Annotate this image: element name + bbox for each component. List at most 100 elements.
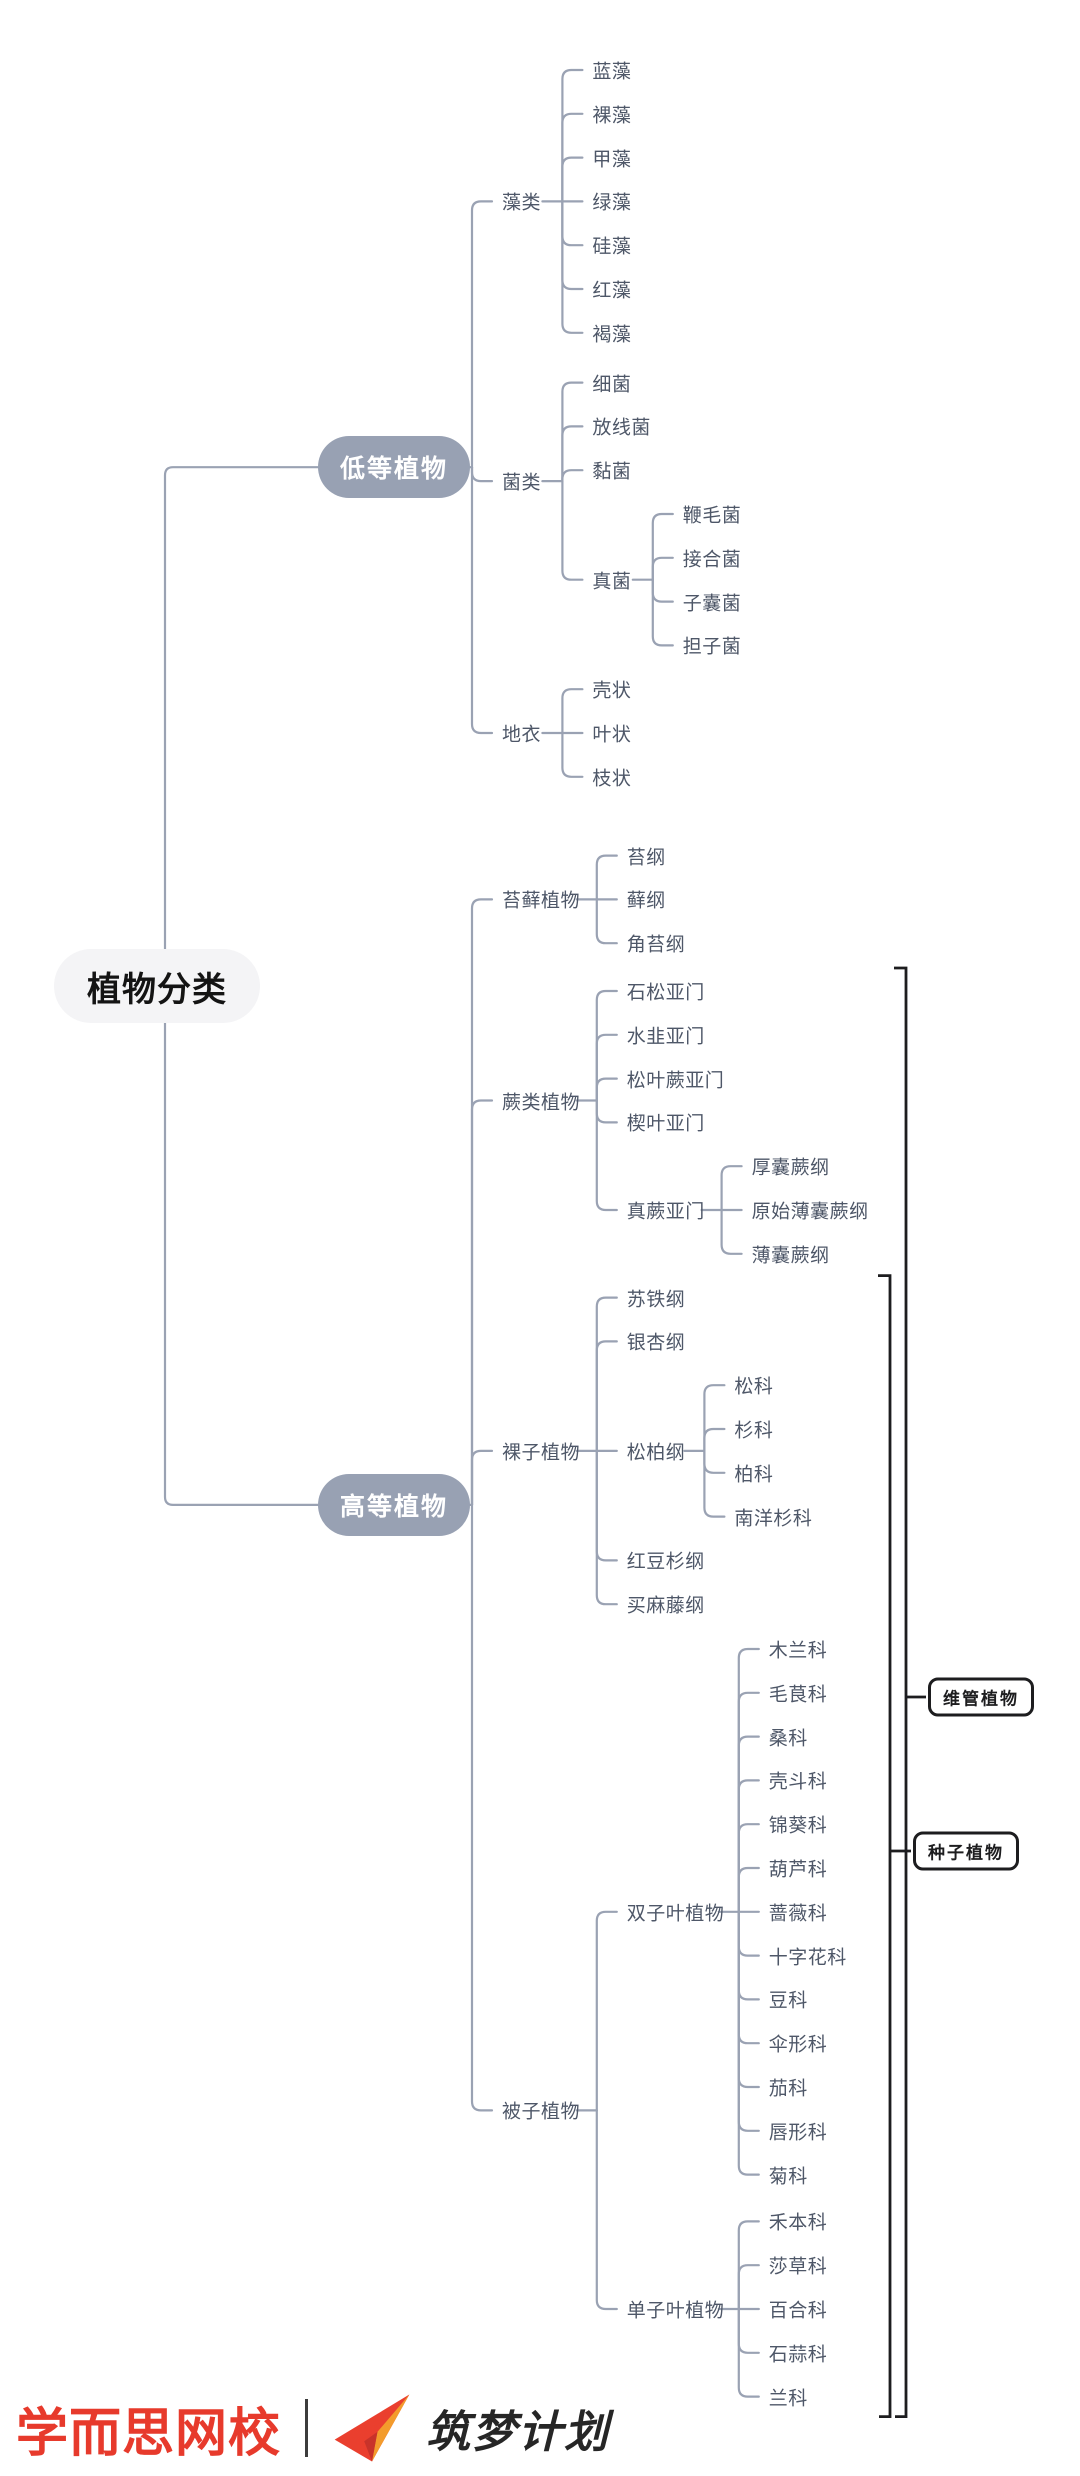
tree-node: 红藻 [592,280,632,302]
tree-node: 叶状 [592,724,632,746]
branch-connector [651,512,674,581]
tree-node: 桑科 [768,1728,808,1750]
branch-connector [737,2264,760,2311]
tree-node: 原始薄囊蕨纲 [751,1201,869,1223]
tree-node: 藻类 [502,192,542,214]
branch-connector [470,466,494,735]
footer-divider [305,2399,309,2457]
tree-node: 苔藓植物 [502,890,581,912]
tree-node: 毛茛科 [768,1684,828,1706]
tree-node: 买麻藤纲 [626,1595,705,1617]
branch-connector [651,578,674,603]
branch-connector [561,156,584,203]
tree-node: 伞形科 [768,2034,828,2056]
tree-node: 蕨类植物 [502,1092,581,1113]
tree-node: 裸藻 [592,105,632,127]
tree-node: 地衣 [502,724,542,746]
tree-node: 杉科 [734,1420,774,1442]
branch-connector [595,1099,618,1212]
branch-connector [703,1449,726,1474]
branch-connector [561,731,584,778]
branch-connector [595,1296,618,1452]
tree-node: 木兰科 [768,1640,828,1662]
tree-node: 水韭亚门 [626,1026,705,1048]
tree-node: 绿藻 [592,192,632,214]
tree-node: 柏科 [734,1464,774,1486]
root-node: 植物分类 [54,949,260,1024]
tree-node: 裸子植物 [502,1442,581,1464]
tree-node: 蔷薇科 [768,1903,828,1925]
branch-connector [561,200,584,334]
tree-node: 薄囊蕨纲 [751,1245,830,1267]
annotation-vascular-plants: 维管植物 [928,1677,1034,1717]
branch-connector [595,1340,618,1452]
tree-node: 担子菌 [682,636,742,658]
branch-connector [737,1866,760,1913]
tree-node: 兰科 [768,2388,808,2410]
tree-node: 硅藻 [592,236,632,258]
tree-node: 黏菌 [592,461,632,483]
tree-node: 藓纲 [626,890,666,912]
tree-node: 菌类 [502,472,542,494]
branch-connector [595,989,618,1102]
branch-connector [737,1910,760,2132]
branch-connector [595,1033,618,1102]
tree-node: 细菌 [592,374,632,396]
branch-connector [737,1691,760,1913]
tree-node: 茄科 [768,2078,808,2100]
tree-node: 真菌 [592,571,632,593]
tree-node: 厚囊蕨纲 [751,1157,830,1179]
branch-connector [595,854,618,901]
branch-connector [595,898,618,945]
paper-plane-icon [334,2394,410,2462]
tree-node: 松柏纲 [626,1442,686,1464]
branch-connector [737,1647,760,1913]
annotation-seed-plants: 种子植物 [913,1831,1019,1871]
branch-connector [737,1910,760,2045]
branch-connector [595,1449,618,1606]
tree-node: 鞭毛菌 [682,505,742,527]
tree-node: 子囊菌 [682,593,742,615]
tree-node: 壳斗科 [768,1771,828,1793]
branch-connector [720,1208,743,1255]
tree-node: 甲藻 [592,149,632,171]
tree-node: 双子叶植物 [626,1903,725,1925]
branch-connector [561,200,584,247]
tree-node: 石蒜科 [768,2344,828,2366]
tree-node: 唇形科 [768,2122,828,2144]
branch-connector [737,2307,760,2398]
branch-connector [703,1384,726,1452]
branch-connector [737,1910,760,1957]
branch-connector [651,578,674,647]
branch-connector [595,1910,618,2112]
tree-node: 蓝藻 [592,61,632,83]
tree-node: 楔叶亚门 [626,1113,705,1135]
branch-connector [470,1503,494,2112]
branch-connector [737,1910,760,2176]
tree-node: 石松亚门 [626,982,705,1004]
vascular-bracket [894,966,908,2418]
tree-node: 松叶蕨亚门 [626,1070,725,1092]
tree-node: 褐藻 [592,324,632,346]
tree-node: 苏铁纲 [626,1289,686,1311]
xueersi-wangxiao-logo: 学而思网校 [16,2404,282,2463]
tree-node: 壳状 [592,680,632,702]
tree-node: 角苔纲 [626,934,686,956]
zhumeng-jihua-logo: 筑梦计划 [426,2408,611,2457]
branch-connector [470,1099,494,1506]
branch-connector [595,1099,618,1124]
tree-node: 锦葵科 [768,1815,828,1837]
branch-node: 高等植物 [318,1473,470,1536]
tree-node: 葫芦科 [768,1859,828,1881]
tree-node: 单子叶植物 [626,2300,725,2322]
branch-connector [561,480,584,581]
tree-node: 菊科 [768,2166,808,2188]
branch-connector [470,898,494,1506]
branch-connector [470,200,494,469]
branch-node: 低等植物 [318,436,470,499]
branch-connector [561,68,584,203]
branch-connector [595,1449,618,1562]
branch-connector [737,1779,760,1913]
